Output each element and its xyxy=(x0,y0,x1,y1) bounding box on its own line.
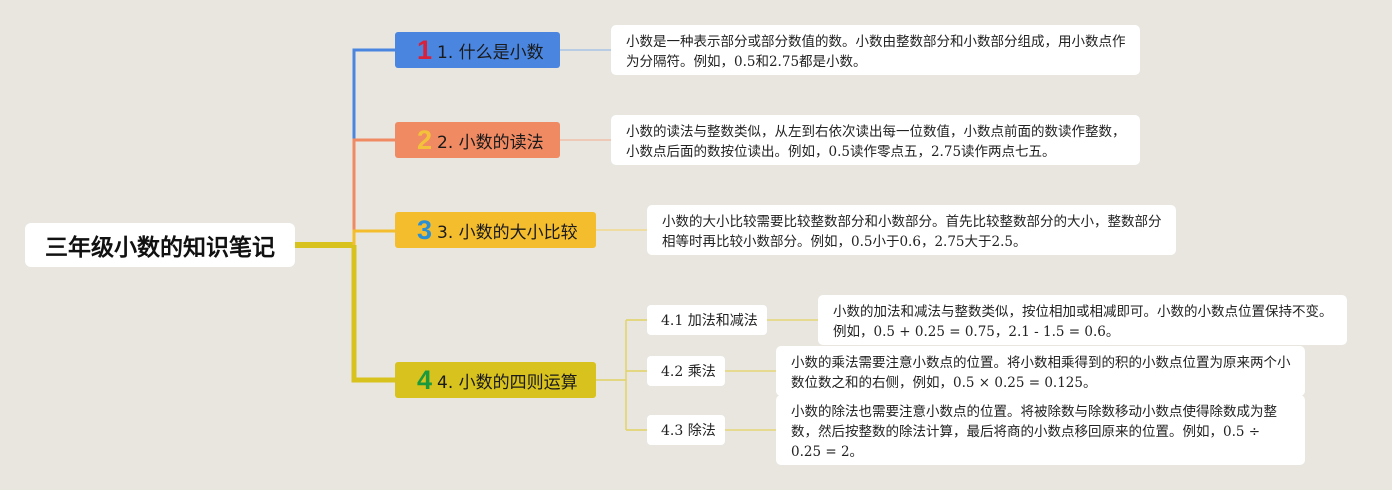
branch-line-topic-2 xyxy=(352,138,395,245)
note-text-topic-2: 小数的读法与整数类似，从左到右依次读出每一位数值，小数点前面的数读作整数，小数点… xyxy=(626,124,1126,160)
topic-number-2: 2 xyxy=(417,124,433,155)
topic-label-1: 1. 什么是小数 xyxy=(437,42,544,63)
note-text-topic-3: 小数的大小比较需要比较整数部分和小数部分。首先比较整数部分的大小，整数部分相等时… xyxy=(662,214,1162,250)
note-topic-2: 小数的读法与整数类似，从左到右依次读出每一位数值，小数点前面的数读作整数，小数点… xyxy=(611,115,1140,165)
topic-number-4: 4 xyxy=(417,364,433,395)
note-topic-3: 小数的大小比较需要比较整数部分和小数部分。首先比较整数部分的大小，整数部分相等时… xyxy=(647,205,1176,255)
subtopic-node-4-2[interactable]: 4.2 乘法 xyxy=(647,356,725,386)
topic-label-2: 2. 小数的读法 xyxy=(437,132,544,153)
topic-label-3: 3. 小数的大小比较 xyxy=(437,222,578,243)
root-node[interactable]: 三年级小数的知识笔记 xyxy=(25,223,295,267)
root-title: 三年级小数的知识笔记 xyxy=(45,235,275,261)
topic-number-1: 1 xyxy=(417,34,433,65)
note-text-topic-1: 小数是一种表示部分或部分数值的数。小数由整数部分和小数部分组成，用小数点作为分隔… xyxy=(626,34,1126,70)
branch-line-topic-4 xyxy=(351,245,395,383)
note-topic-1: 小数是一种表示部分或部分数值的数。小数由整数部分和小数部分组成，用小数点作为分隔… xyxy=(611,25,1140,75)
note-text-subtopic-4-2: 小数的乘法需要注意小数点的位置。将小数相乘得到的积的小数点位置为原来两个小数位数… xyxy=(791,355,1291,391)
topic-number-3: 3 xyxy=(417,214,433,245)
branch-line-topic-3 xyxy=(352,229,395,245)
topic-node-4[interactable]: 4 4. 小数的四则运算 xyxy=(395,362,596,398)
topic-node-3[interactable]: 3 3. 小数的大小比较 xyxy=(395,212,596,248)
subtopic-label-4-2: 4.2 乘法 xyxy=(661,364,716,380)
subtopic-tree xyxy=(596,319,647,431)
note-subtopic-4-2: 小数的乘法需要注意小数点的位置。将小数相乘得到的积的小数点位置为原来两个小数位数… xyxy=(776,346,1305,396)
subtopic-node-4-1[interactable]: 4.1 加法和减法 xyxy=(647,305,767,335)
subtopic-label-4-1: 4.1 加法和减法 xyxy=(661,313,758,329)
subtopic-node-4-3[interactable]: 4.3 除法 xyxy=(647,415,725,445)
branch-line-topic-1 xyxy=(352,48,395,245)
topic-node-1[interactable]: 1 1. 什么是小数 xyxy=(395,32,560,68)
note-text-subtopic-4-3: 小数的除法也需要注意小数点的位置。将被除数与除数移动小数点使得除数成为整数，然后… xyxy=(791,404,1277,460)
topic-node-2[interactable]: 2 2. 小数的读法 xyxy=(395,122,560,158)
note-subtopic-4-3: 小数的除法也需要注意小数点的位置。将被除数与除数移动小数点使得除数成为整数，然后… xyxy=(776,395,1305,465)
subtopic-label-4-3: 4.3 除法 xyxy=(661,423,716,439)
note-text-subtopic-4-1: 小数的加法和减法与整数类似，按位相加或相减即可。小数的小数点位置保持不变。例如，… xyxy=(833,304,1333,340)
topic-label-4: 4. 小数的四则运算 xyxy=(437,372,578,393)
note-subtopic-4-1: 小数的加法和减法与整数类似，按位相加或相减即可。小数的小数点位置保持不变。例如，… xyxy=(818,295,1347,345)
